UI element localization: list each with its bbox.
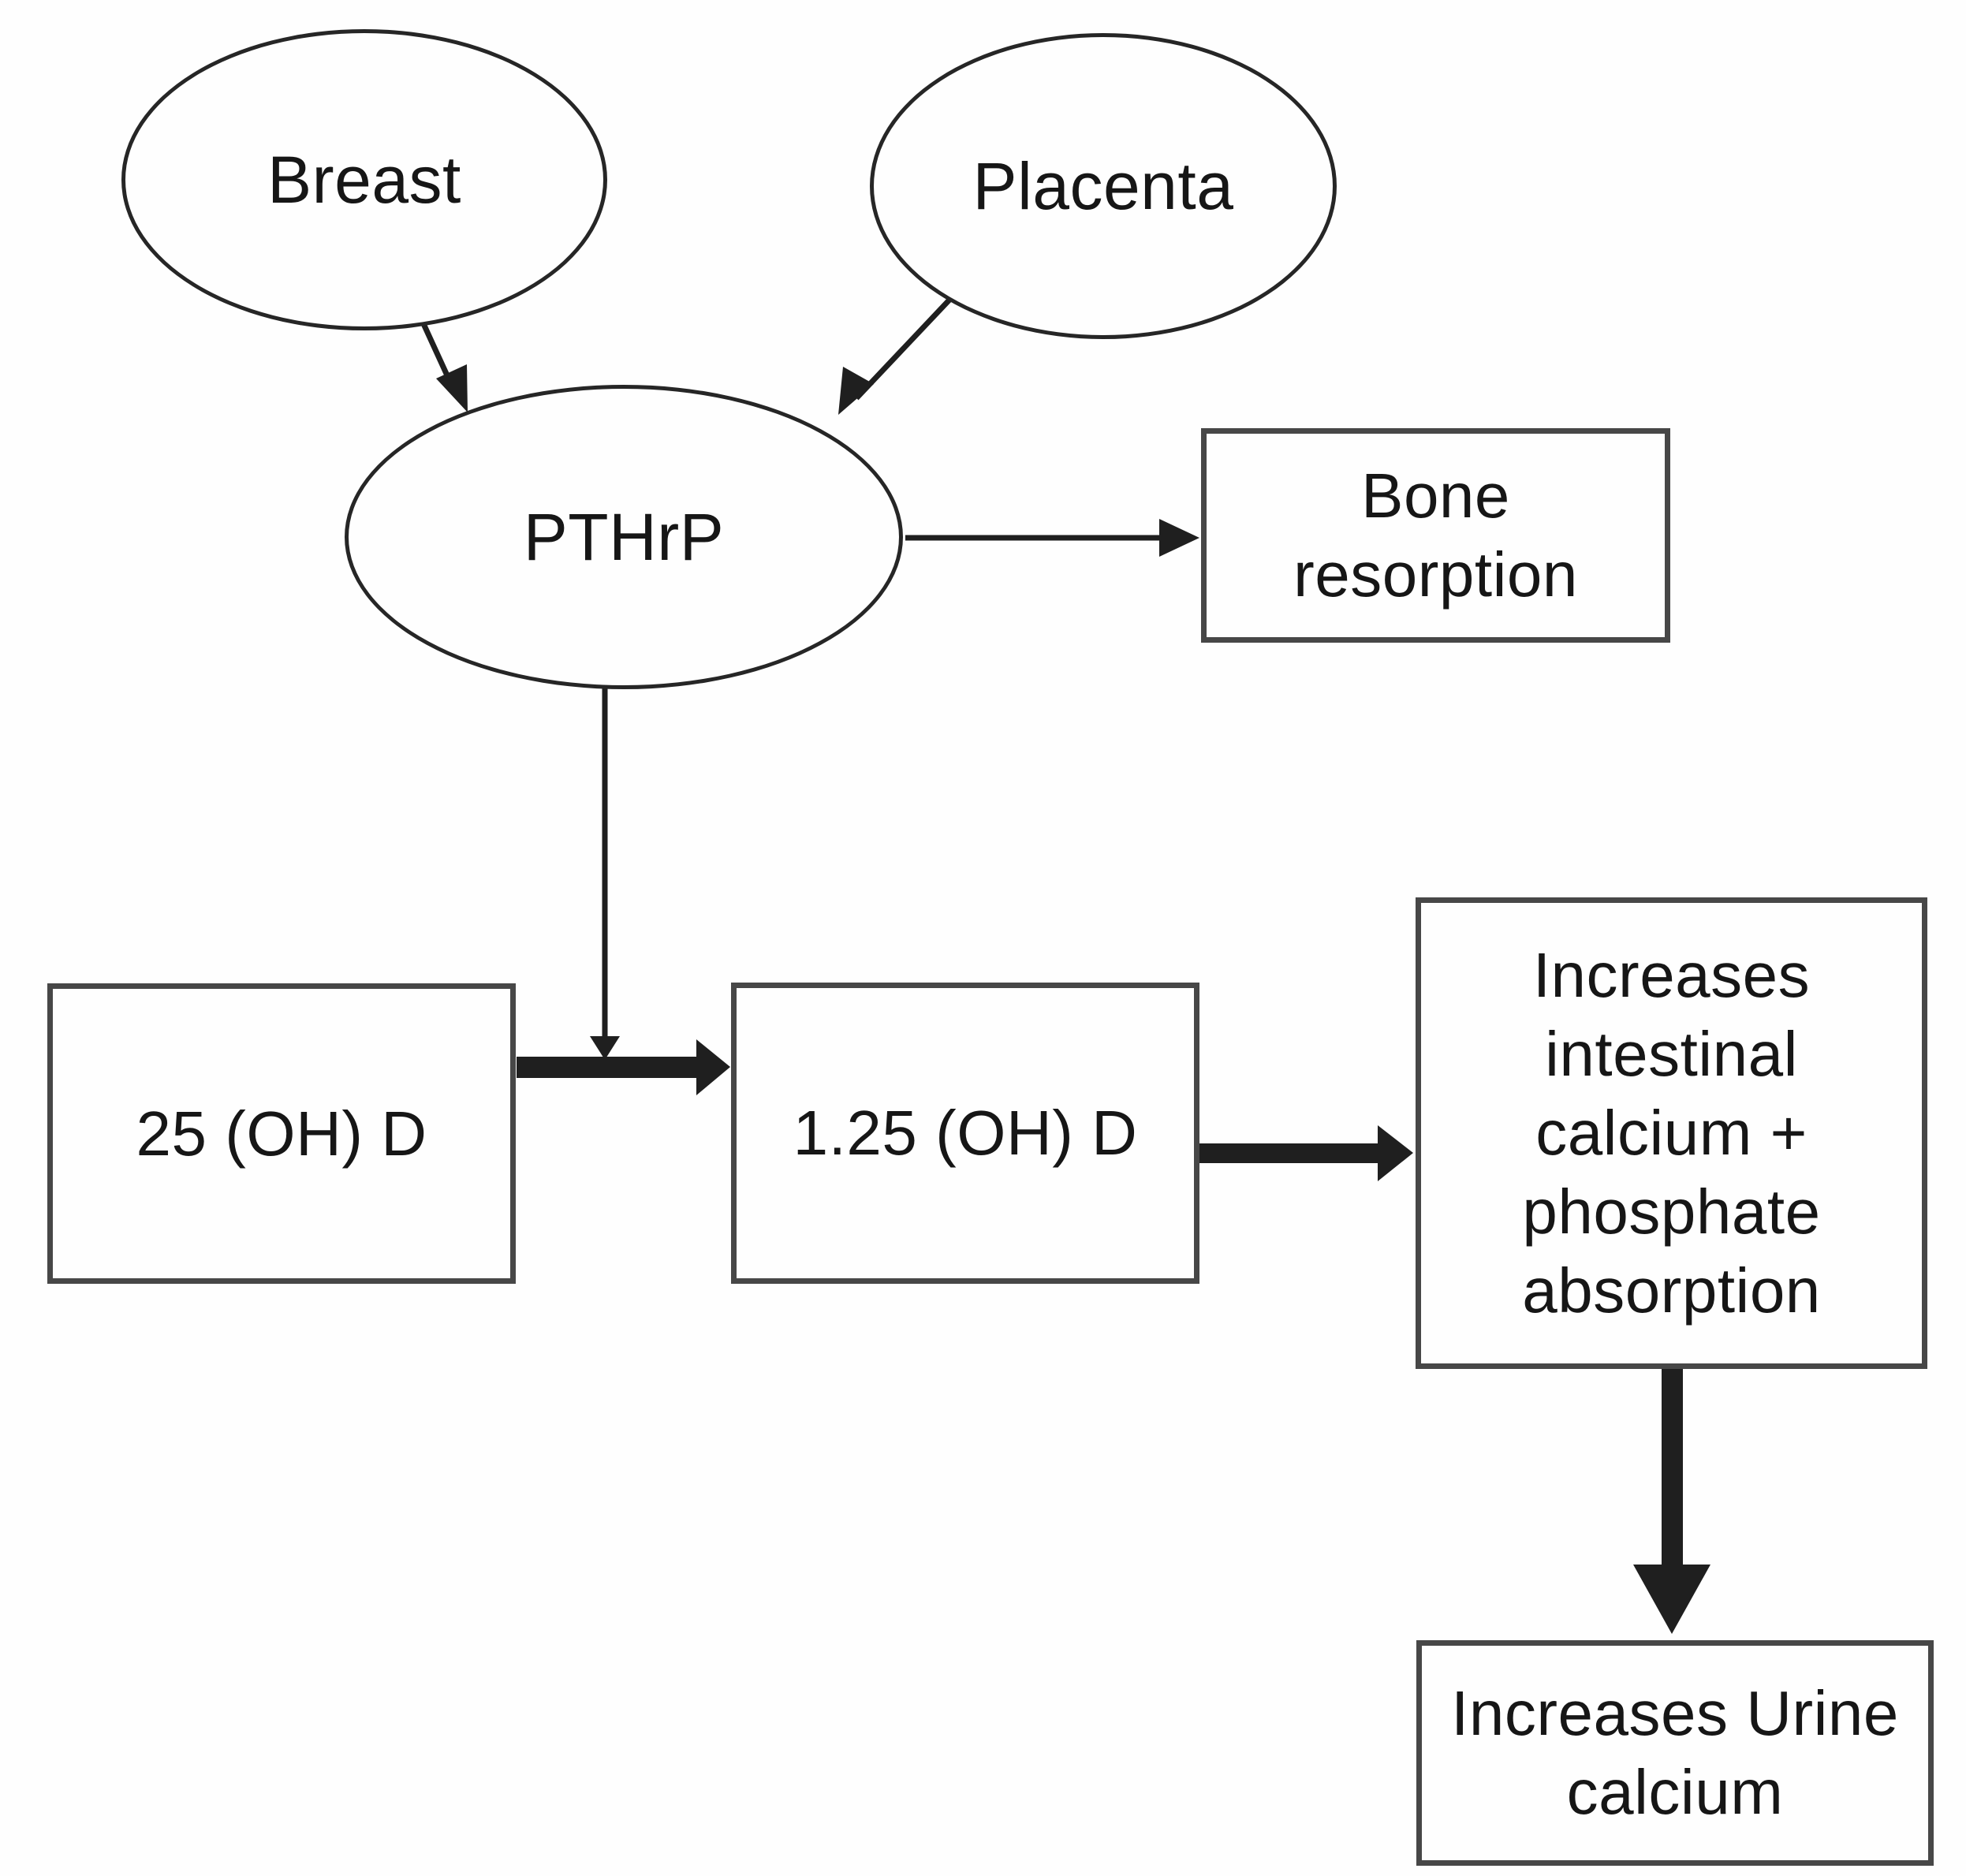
node-intestinal-absorption-label: Increases intestinal calcium + phosphate…	[1522, 940, 1821, 1326]
node-1-25-oh-d: 1.25 (OH) D	[731, 983, 1199, 1284]
arrow-pthrp-to-conversion-icon	[590, 684, 620, 1060]
node-breast: Breast	[121, 29, 607, 330]
node-1-25-oh-d-label: 1.25 (OH) D	[793, 1098, 1138, 1168]
node-pthrp: PTHrP	[345, 385, 903, 689]
arrow-125ohd-to-intestinal-icon	[1199, 1125, 1413, 1181]
node-urine-calcium-label: Increases Urine calcium	[1451, 1678, 1899, 1827]
arrow-pthrp-to-bone-icon	[905, 519, 1199, 557]
node-bone-resorption: Bone resorption	[1201, 428, 1670, 643]
node-25-oh-d: 25 (OH) D	[47, 983, 516, 1284]
node-25-oh-d-label: 25 (OH) D	[136, 1098, 427, 1169]
node-bone-resorption-label: Bone resorption	[1293, 461, 1578, 610]
node-intestinal-absorption: Increases intestinal calcium + phosphate…	[1416, 897, 1927, 1369]
node-breast-label: Breast	[267, 142, 461, 217]
arrow-intestinal-to-urine-icon	[1633, 1369, 1710, 1634]
node-placenta-label: Placenta	[972, 148, 1234, 223]
arrow-breast-to-pthrp-icon	[418, 317, 468, 412]
node-pthrp-label: PTHrP	[523, 499, 725, 574]
arrow-placenta-to-pthrp-icon	[838, 296, 953, 415]
arrow-25ohd-to-125ohd-icon	[517, 1039, 730, 1095]
node-placenta: Placenta	[870, 33, 1337, 339]
node-urine-calcium: Increases Urine calcium	[1416, 1640, 1934, 1866]
